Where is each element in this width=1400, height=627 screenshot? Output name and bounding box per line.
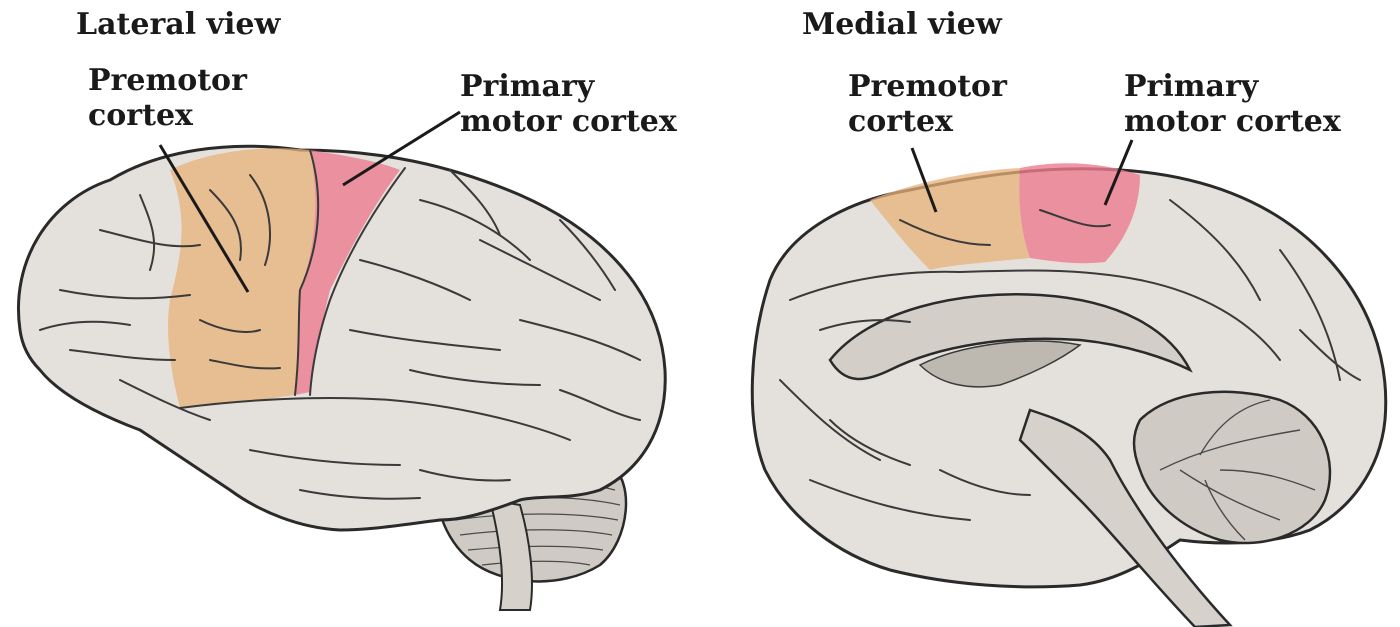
lateral-premotor-label-line-1: Premotor — [88, 63, 247, 98]
medial-primary-motor-label: Primary motor cortex — [1124, 69, 1341, 139]
medial-brainstem — [1018, 408, 1233, 627]
medial-primary-label-line-2: motor cortex — [1124, 104, 1341, 139]
medial-sulci — [779, 199, 1361, 521]
lateral-view-panel: Lateral view Premotor cortex Primary mot… — [17, 7, 677, 611]
lateral-brain-illustration — [17, 110, 667, 611]
lateral-premotor-leader — [158, 144, 250, 293]
lateral-view-title: Lateral view — [76, 7, 281, 42]
lateral-primary-label-line-1: Primary — [460, 69, 595, 104]
lateral-sulci — [39, 149, 641, 500]
lateral-premotor-region — [168, 148, 316, 408]
medial-premotor-label: Premotor cortex — [848, 69, 1007, 139]
medial-view-title: Medial view — [802, 7, 1002, 42]
lateral-primary-leader — [342, 110, 461, 187]
medial-premotor-leader — [910, 147, 938, 213]
lateral-primary-label-line-2: motor cortex — [460, 104, 677, 139]
medial-primary-leader — [1103, 139, 1134, 206]
medial-ventricle — [918, 340, 1082, 388]
medial-premotor-label-line-2: cortex — [848, 104, 953, 139]
medial-premotor-label-line-1: Premotor — [848, 69, 1007, 104]
medial-corpus-callosum — [828, 293, 1193, 381]
lateral-brainstem — [488, 498, 533, 611]
lateral-cerebrum — [17, 144, 667, 532]
medial-primary-label-line-1: Primary — [1124, 69, 1259, 104]
lateral-premotor-label: Premotor cortex — [88, 63, 247, 133]
medial-brain-illustration — [750, 139, 1388, 627]
lateral-primary-motor-label: Primary motor cortex — [460, 69, 677, 139]
lateral-primary-motor-region — [295, 150, 400, 395]
medial-primary-motor-region — [1019, 163, 1140, 264]
medial-cerebellum-arbor — [1159, 399, 1316, 541]
medial-cerebellum — [1132, 390, 1332, 545]
medial-view-panel: Medial view Premotor cortex Primary moto… — [700, 0, 1400, 627]
lateral-premotor-label-line-2: cortex — [88, 98, 193, 133]
